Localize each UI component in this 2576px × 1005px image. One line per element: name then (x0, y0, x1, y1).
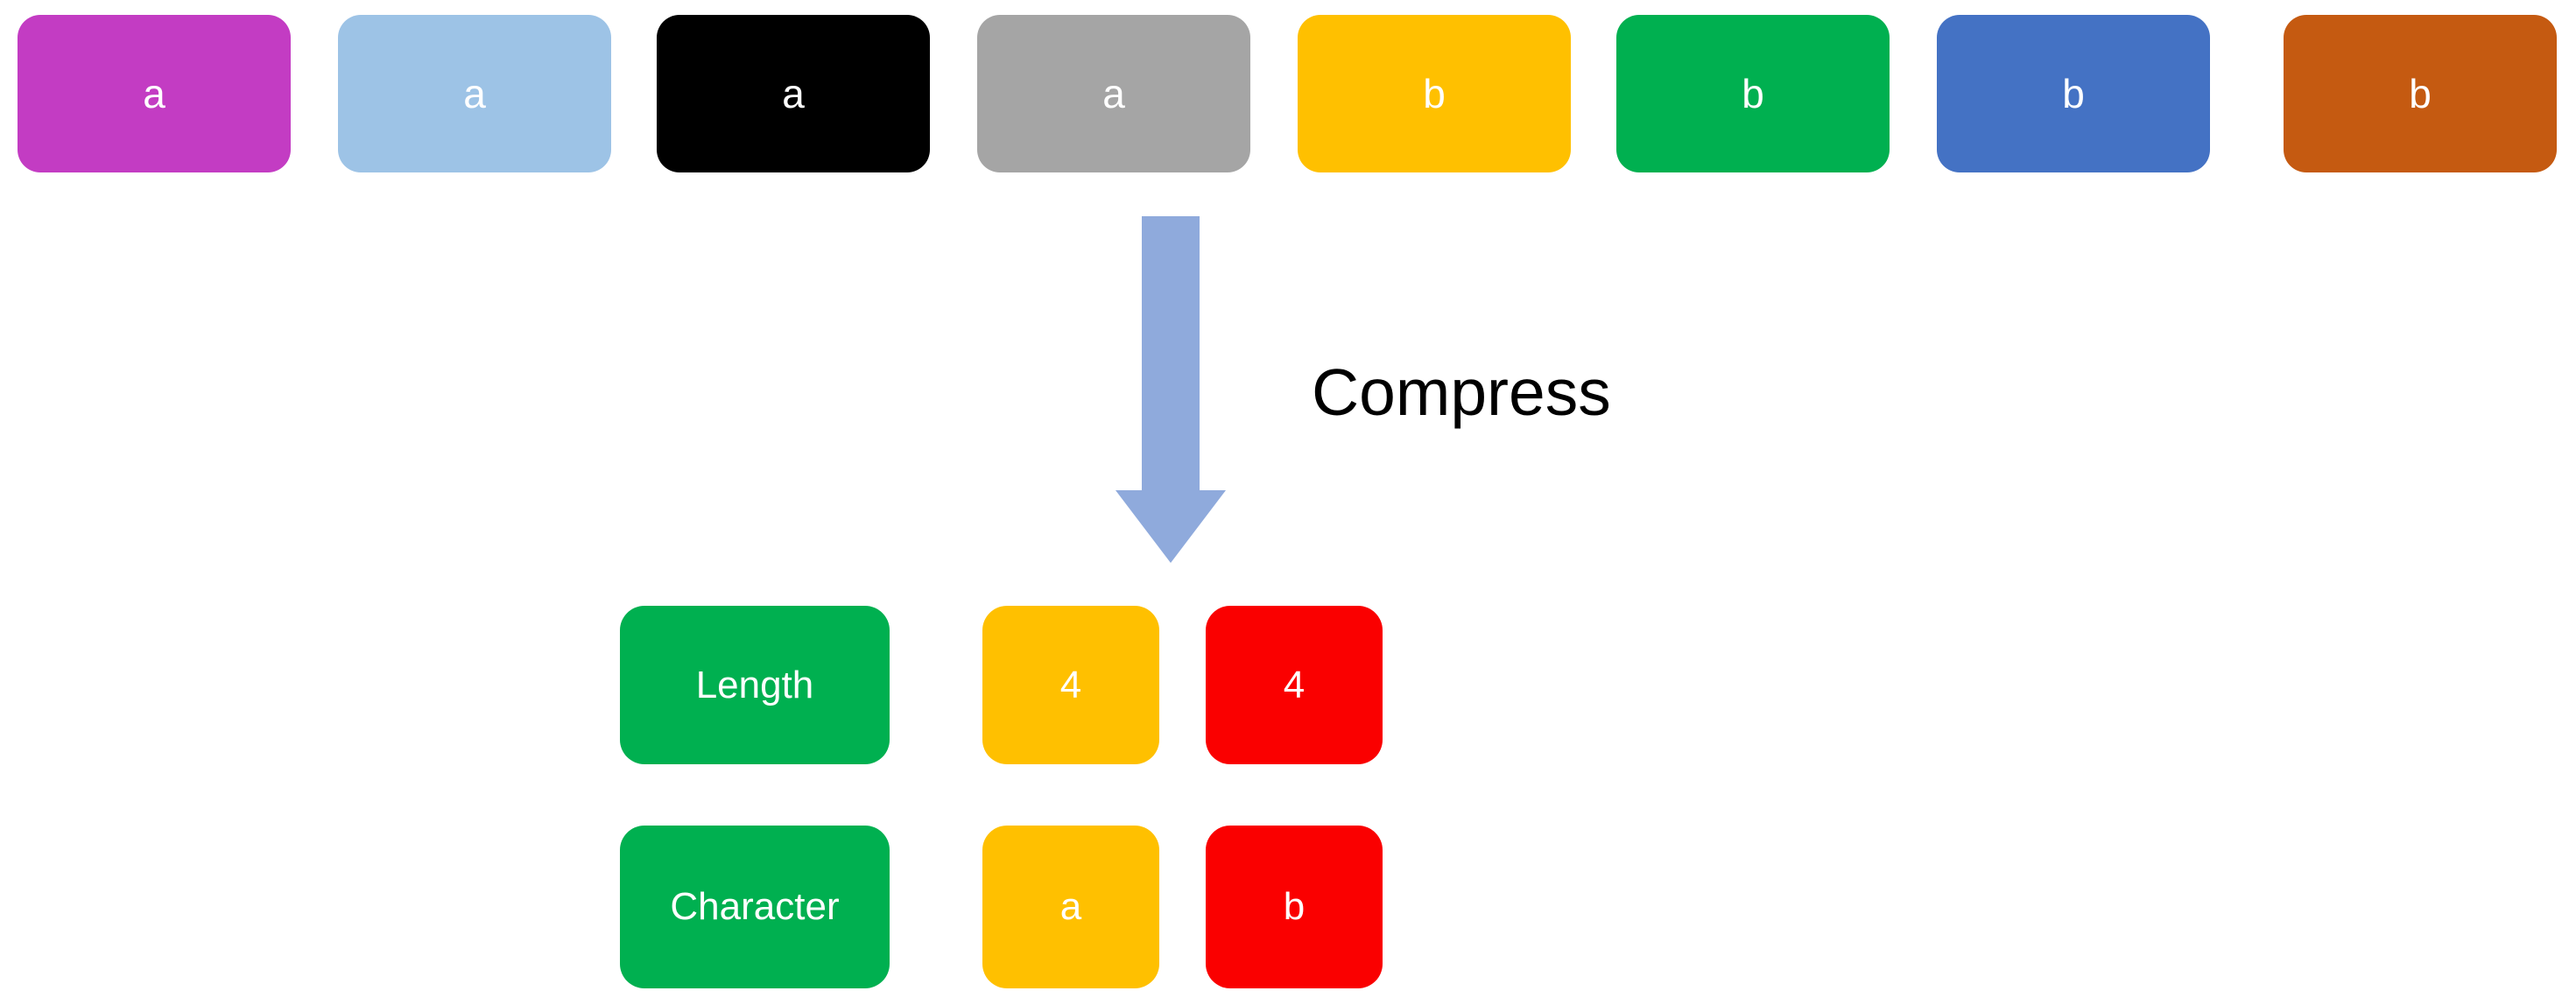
input-cell-6-label: b (1742, 71, 1764, 116)
input-cell-3: a (657, 15, 930, 172)
input-cell-7: b (1937, 15, 2210, 172)
input-cell-8-label: b (2409, 71, 2432, 116)
input-cell-2-label: a (463, 71, 486, 116)
table-cell-length-run2: 4 (1206, 606, 1383, 764)
compress-label: Compress (1312, 355, 1611, 429)
table-cell-character-run2-value: b (1283, 885, 1306, 928)
table-cell-character-run1: a (982, 826, 1159, 988)
input-cell-2: a (338, 15, 611, 172)
input-cell-5: b (1298, 15, 1571, 172)
table-row-header-character: Character (620, 826, 890, 988)
input-cell-4: a (977, 15, 1250, 172)
table-row-header-character-label: Character (670, 885, 840, 928)
table-cell-character-run1-value: a (1059, 885, 1082, 928)
table-cell-character-run2: b (1206, 826, 1383, 988)
table-cell-length-run1: 4 (982, 606, 1159, 764)
table-cell-length-run1-value: 4 (1059, 663, 1082, 706)
input-cell-8: b (2284, 15, 2557, 172)
input-cell-6: b (1616, 15, 1890, 172)
input-cell-5-label: b (1423, 71, 1446, 116)
compress-arrow-icon (1116, 216, 1226, 563)
table-row-header-length: Length (620, 606, 890, 764)
table-row-header-length-label: Length (695, 663, 814, 706)
input-cell-4-label: a (1102, 71, 1125, 116)
table-cell-length-run2-value: 4 (1283, 663, 1306, 706)
input-cell-7-label: b (2062, 71, 2085, 116)
input-cell-3-label: a (782, 71, 805, 116)
input-cell-1: a (18, 15, 291, 172)
input-cell-1-label: a (143, 71, 165, 116)
